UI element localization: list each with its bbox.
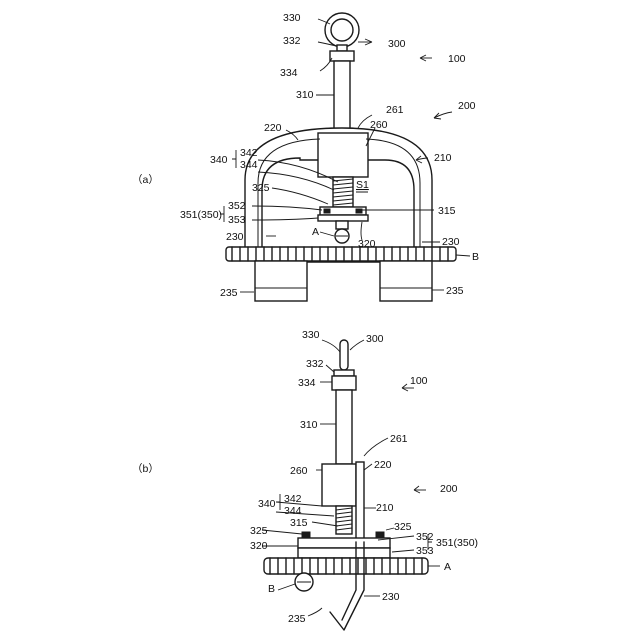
plate-353 xyxy=(318,215,368,221)
label-320: 320 xyxy=(250,540,268,552)
shaft-310 xyxy=(334,61,350,133)
figure-b: （b） xyxy=(132,329,478,630)
foot-235-right xyxy=(380,261,432,301)
label-310: 310 xyxy=(300,419,318,431)
label-320: 320 xyxy=(358,238,376,250)
guide-block-260 xyxy=(318,133,368,177)
figure-a: （a） xyxy=(132,12,479,301)
label-352: 352 xyxy=(228,200,246,212)
label-A: A xyxy=(444,561,451,573)
nut-334 xyxy=(332,376,356,390)
rod-320 xyxy=(336,221,348,229)
side-plate-220 xyxy=(356,462,364,542)
label-230-left: 230 xyxy=(226,231,244,243)
plate-352 xyxy=(298,538,390,548)
label-342: 342 xyxy=(240,147,258,159)
label-210: 210 xyxy=(376,502,394,514)
label-200: 200 xyxy=(458,100,476,112)
label-S1: S1 xyxy=(356,179,369,191)
foot-235-left xyxy=(255,261,307,301)
guide-block-260 xyxy=(322,464,356,506)
label-235-left: 235 xyxy=(220,287,238,299)
label-260: 260 xyxy=(370,119,388,131)
label-332: 332 xyxy=(283,35,301,47)
eye-ring-inner xyxy=(331,19,353,41)
label-325: 325 xyxy=(252,182,270,194)
bolt-325-left xyxy=(324,209,330,213)
label-210: 210 xyxy=(434,152,452,164)
label-260: 260 xyxy=(290,465,308,477)
label-334: 334 xyxy=(280,67,298,79)
label-235-right: 235 xyxy=(446,285,464,297)
label-344: 344 xyxy=(240,159,258,171)
label-B: B xyxy=(268,583,275,595)
label-230: 230 xyxy=(382,591,400,603)
label-351-350: 351(350) xyxy=(180,209,222,221)
plate-353 xyxy=(298,548,390,558)
label-332: 332 xyxy=(306,358,324,370)
label-261: 261 xyxy=(386,104,404,116)
label-344: 344 xyxy=(284,505,302,517)
label-220: 220 xyxy=(374,459,392,471)
label-330: 330 xyxy=(283,12,301,24)
nut-334 xyxy=(330,51,354,61)
label-300: 300 xyxy=(366,333,384,345)
panel-label-a: （a） xyxy=(132,174,159,186)
label-230-right: 230 xyxy=(442,236,460,248)
label-B: B xyxy=(472,251,479,263)
label-235: 235 xyxy=(288,613,306,625)
label-340: 340 xyxy=(258,498,276,510)
label-100: 100 xyxy=(410,375,428,387)
bolt-325-left xyxy=(302,532,310,538)
nut-332 xyxy=(334,370,354,376)
label-220: 220 xyxy=(264,122,282,134)
label-261: 261 xyxy=(390,433,408,445)
label-315: 315 xyxy=(438,205,456,217)
rebar-A xyxy=(264,558,428,574)
label-100: 100 xyxy=(448,53,466,65)
label-310: 310 xyxy=(296,89,314,101)
label-342: 342 xyxy=(284,493,302,505)
eye-ring-330-side xyxy=(340,340,348,370)
shaft-310 xyxy=(336,390,352,464)
label-330: 330 xyxy=(302,329,320,341)
label-315: 315 xyxy=(290,517,308,529)
label-200: 200 xyxy=(440,483,458,495)
label-353: 353 xyxy=(416,545,434,557)
label-353: 353 xyxy=(228,214,246,226)
bolt-325-right xyxy=(376,532,384,538)
label-A: A xyxy=(312,226,319,238)
label-334: 334 xyxy=(298,377,316,389)
label-300: 300 xyxy=(388,38,406,50)
label-351-350: 351(350) xyxy=(436,537,478,549)
ring-neck-332 xyxy=(337,45,347,51)
label-340: 340 xyxy=(210,154,228,166)
label-352: 352 xyxy=(416,531,434,543)
label-325-right: 325 xyxy=(394,521,412,533)
rebar-B xyxy=(226,247,456,261)
panel-label-b: （b） xyxy=(132,463,159,475)
label-325-left: 325 xyxy=(250,525,268,537)
